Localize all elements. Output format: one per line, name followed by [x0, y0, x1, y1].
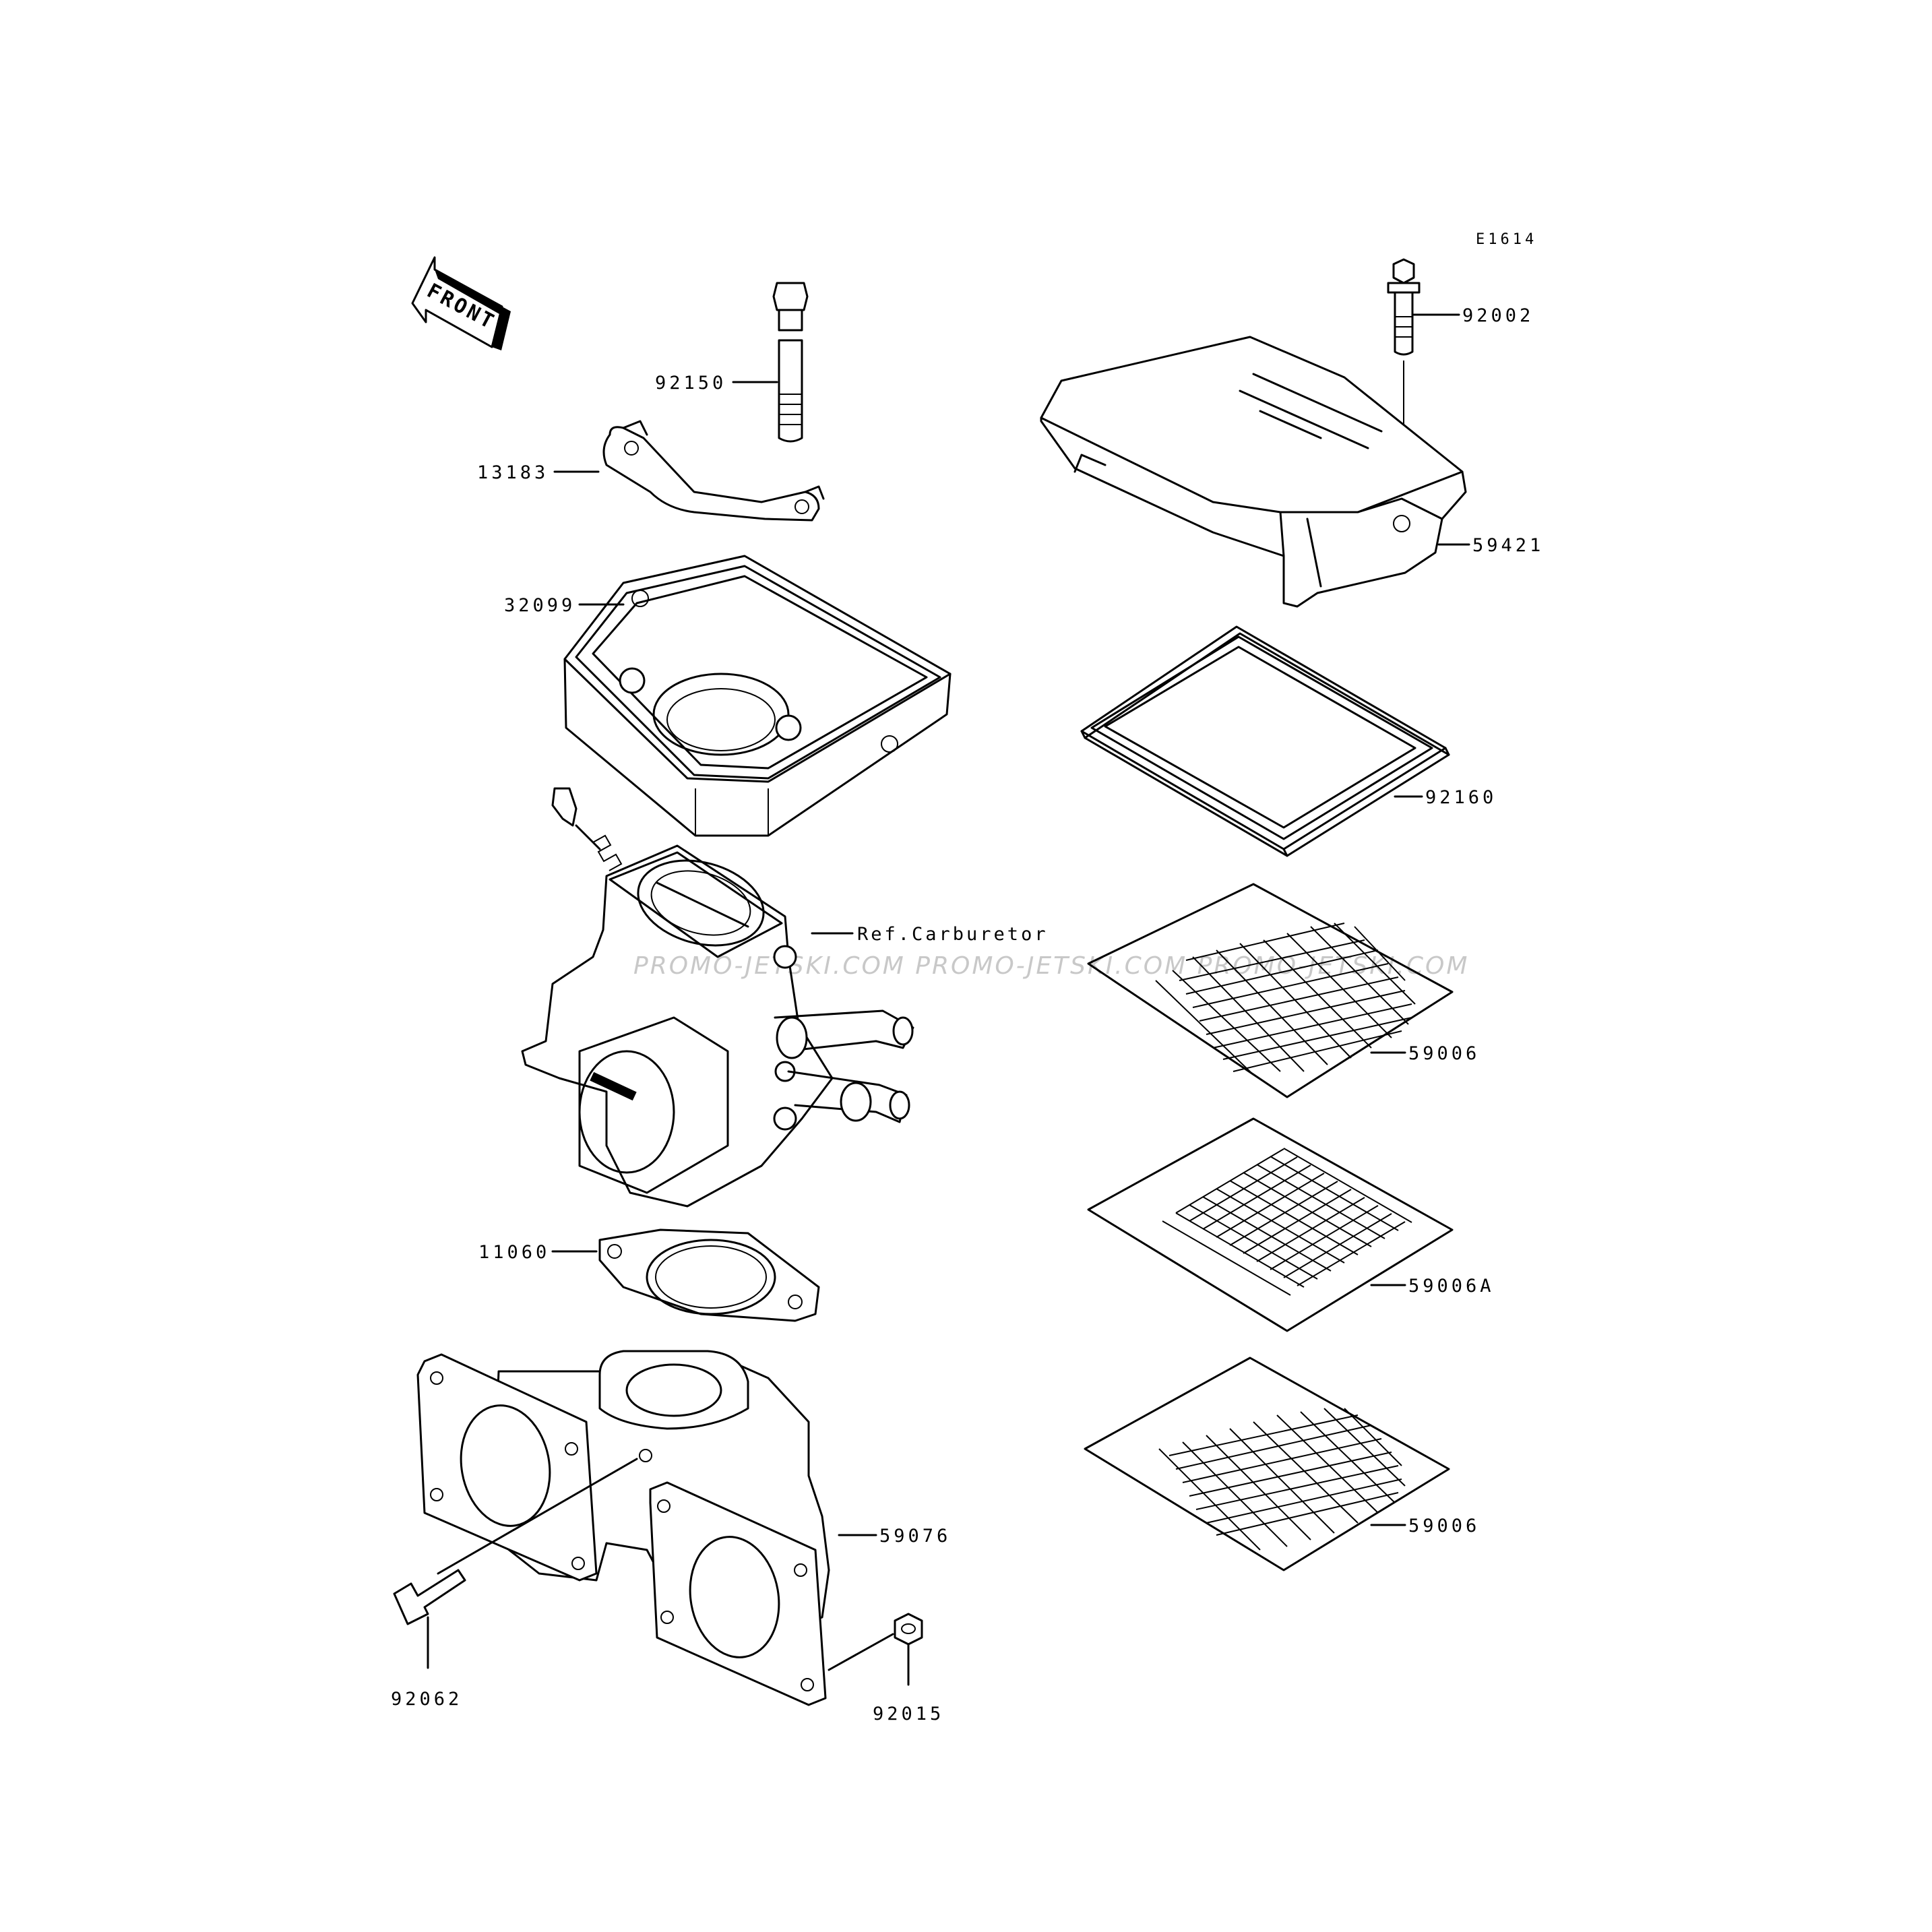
nut: [828, 1613, 923, 1686]
bracket: [602, 420, 825, 522]
screen-top: [1087, 883, 1454, 1098]
air-cover: [1040, 336, 1467, 608]
long-bolt: [772, 282, 809, 443]
label-carburetor: Ref.Carburetor: [857, 924, 1049, 945]
label-92062: 92062: [391, 1689, 462, 1710]
label-59076: 59076: [879, 1526, 951, 1547]
label-59421: 59421: [1472, 535, 1544, 556]
label-92160: 92160: [1425, 787, 1497, 808]
label-92015: 92015: [873, 1704, 944, 1724]
label-32099: 32099: [504, 595, 575, 616]
carburetor: [521, 787, 914, 1208]
diagram-code: E1614: [1476, 231, 1537, 248]
gasket: [598, 1228, 820, 1322]
screen-bottom: [1084, 1357, 1450, 1571]
label-92002: 92002: [1462, 305, 1534, 326]
label-92150: 92150: [655, 373, 726, 394]
label-59006-top: 59006: [1408, 1043, 1480, 1064]
front-arrow-icon: FRONT: [411, 256, 511, 350]
air-case-base: [563, 555, 952, 837]
screen-middle: [1087, 1117, 1454, 1332]
label-59006-bottom: 59006: [1408, 1516, 1480, 1536]
manifold-pin: [393, 1458, 638, 1669]
intake-manifold: [416, 1350, 830, 1706]
label-11060: 11060: [478, 1242, 550, 1263]
watermark: PROMO-JETSKI.COM PROMO-JETSKI.COM PROMO-…: [633, 952, 1469, 980]
label-59006a: 59006A: [1408, 1276, 1495, 1297]
label-13183: 13183: [477, 462, 549, 483]
seal-frame: [1080, 625, 1450, 857]
